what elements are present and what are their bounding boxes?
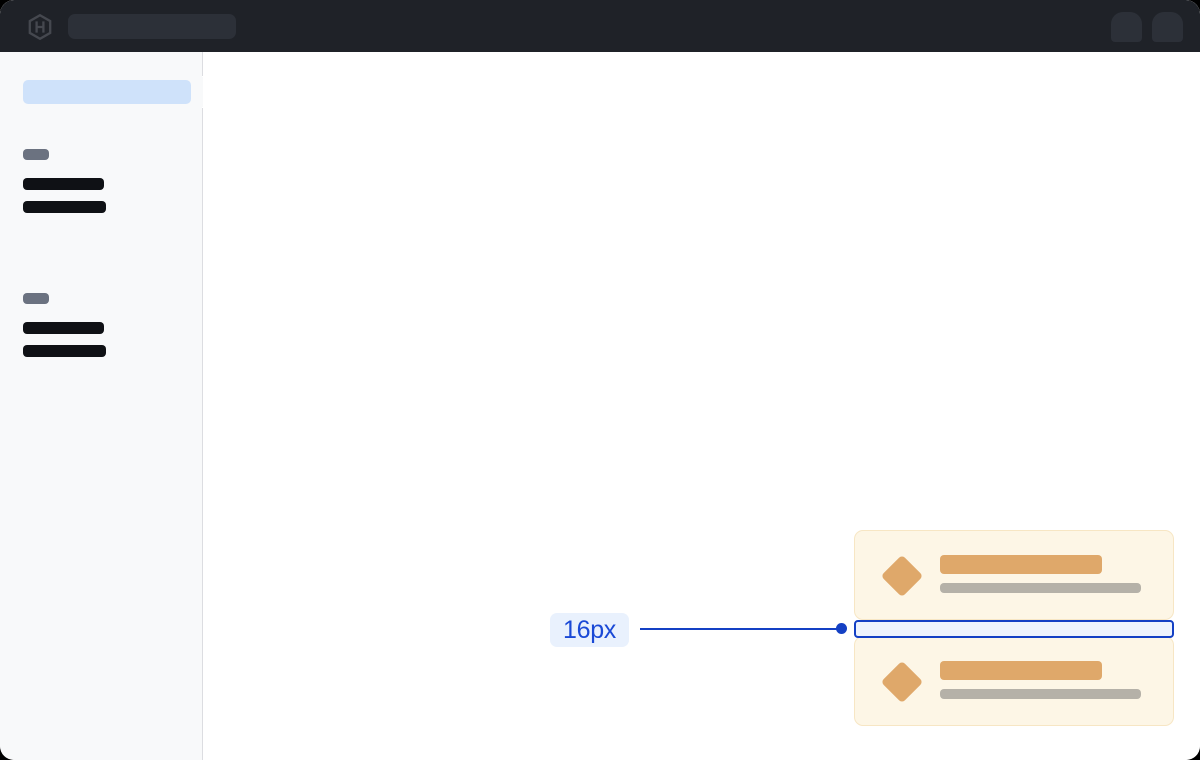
- content-card[interactable]: [854, 530, 1174, 620]
- card-title: [940, 555, 1102, 574]
- card-subtitle: [940, 583, 1141, 593]
- sidebar-collapse-tab-mask: [200, 77, 203, 107]
- spacing-measure-bar: [854, 620, 1174, 638]
- sidebar-group-2: [23, 293, 106, 357]
- topbar: [0, 0, 1200, 52]
- card-title: [940, 661, 1102, 680]
- sidebar-item-2[interactable]: [23, 201, 106, 213]
- sidebar-item-active[interactable]: [23, 80, 191, 104]
- sidebar-group-1: [23, 149, 106, 213]
- diamond-icon: [880, 554, 924, 598]
- content-card[interactable]: [854, 636, 1174, 726]
- sidebar-divider: [202, 52, 203, 760]
- spacing-label-pill: 16px: [550, 613, 630, 647]
- sidebar-group-label: [23, 149, 49, 160]
- search-input[interactable]: [68, 14, 236, 39]
- spacing-label-text: 16px: [563, 615, 617, 644]
- sidebar-item-4[interactable]: [23, 345, 106, 357]
- sidebar-group-label: [23, 293, 49, 304]
- diamond-icon: [880, 660, 924, 704]
- spacing-leader-line: [640, 628, 842, 630]
- sidebar-item-1[interactable]: [23, 178, 104, 190]
- card-subtitle: [940, 689, 1141, 699]
- sidebar-item-3[interactable]: [23, 322, 104, 334]
- topbar-action-button-2[interactable]: [1152, 12, 1183, 42]
- sidebar: [0, 52, 203, 760]
- topbar-action-button-1[interactable]: [1111, 12, 1142, 42]
- spacing-leader-dot: [836, 623, 847, 634]
- hashicorp-hexagon-logo[interactable]: [27, 13, 53, 41]
